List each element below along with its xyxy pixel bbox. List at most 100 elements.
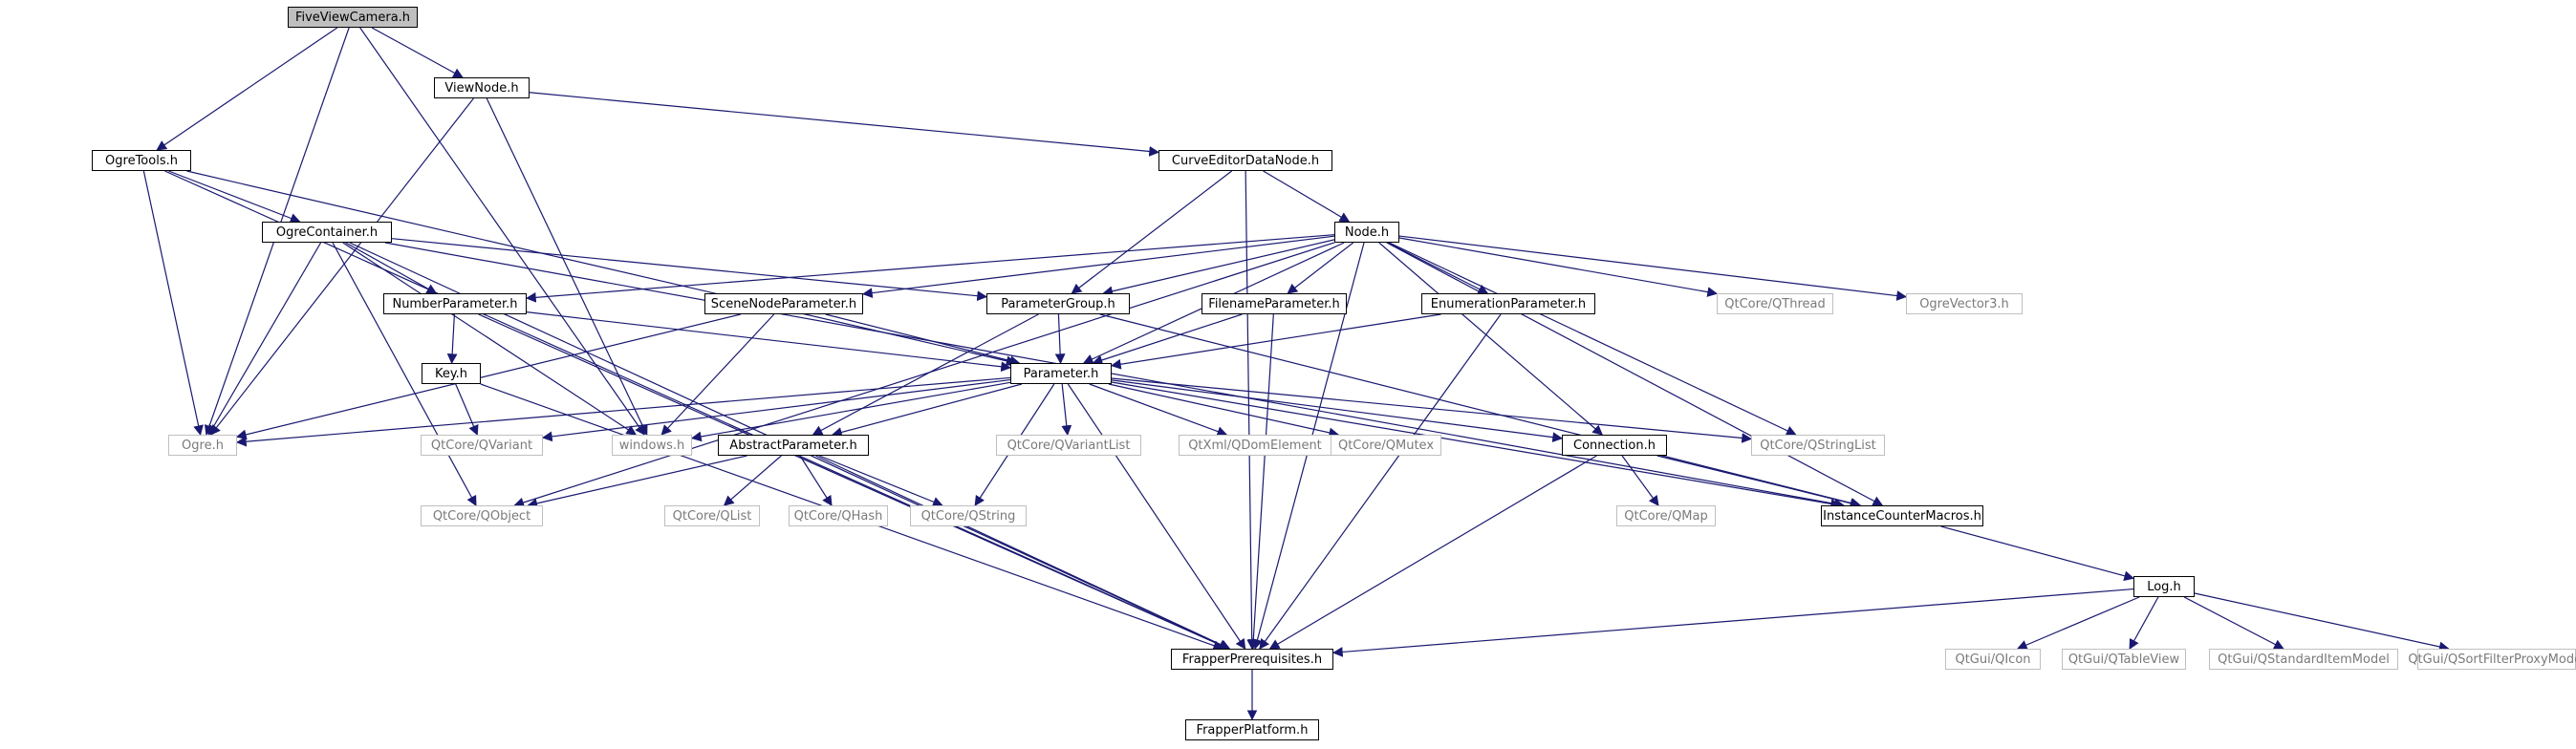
- node-ogrevector3: OgreVector3.h: [1906, 293, 2023, 314]
- edge-ogretools-to-ogrecontainer: [168, 170, 301, 224]
- edge-enumparam-to-frapperprereq: [1259, 313, 1502, 650]
- node-qtableview: QtGui/QTableView: [2062, 649, 2186, 670]
- edge-connection-to-instancecounter: [1656, 455, 1861, 508]
- edge-abstractparam-to-frapperprereq: [815, 455, 1231, 650]
- edge-node-to-qobject: [513, 242, 1335, 508]
- node-qlist: QtCore/QList: [664, 505, 760, 526]
- edge-connection-to-frapperprereq: [1268, 455, 1597, 650]
- node-qdomelement: QtXml/QDomElement: [1179, 435, 1331, 456]
- edge-parameter-to-ogreh: [235, 376, 1011, 447]
- edge-parameter-to-qmutex: [1108, 383, 1340, 439]
- node-filenameparam[interactable]: FilenameParameter.h: [1201, 293, 1347, 314]
- edge-abstractparam-to-qstring: [818, 455, 943, 507]
- edge-abstractparam-to-qobject: [527, 455, 747, 509]
- node-qicon: QtGui/QIcon: [1945, 649, 2041, 670]
- edge-fiveview-to-ogretools: [156, 27, 338, 151]
- node-ogretools[interactable]: OgreTools.h: [92, 150, 191, 171]
- edge-fiveview-to-viewnode: [371, 27, 464, 78]
- edge-viewnode-to-ogreh: [209, 97, 474, 436]
- node-qmutex: QtCore/QMutex: [1331, 435, 1441, 456]
- node-qvariant: QtCore/QVariant: [421, 435, 543, 456]
- edge-ogretools-to-frapperprereq: [164, 170, 1230, 650]
- edge-numberparam-to-key: [446, 313, 458, 365]
- node-key[interactable]: Key.h: [422, 363, 481, 384]
- node-ogreh: Ogre.h: [168, 435, 237, 456]
- edge-filenameparam-to-frapperprereq: [1247, 313, 1274, 651]
- edge-node-to-scenenodeparam: [861, 235, 1335, 298]
- node-frapperprereq[interactable]: FrapperPrerequisites.h: [1171, 649, 1333, 670]
- edge-paramgroup-to-instancecounter: [1099, 313, 1862, 508]
- edge-log-to-qstandarditemmodel: [2183, 596, 2284, 650]
- edge-numberparam-to-parameter: [526, 311, 1012, 373]
- edge-parameter-to-connection: [1111, 379, 1564, 442]
- edge-node-to-instancecounter: [1386, 242, 1884, 506]
- edge-parameter-to-qvariantlist: [1061, 383, 1072, 437]
- edge-scenenodeparam-to-ogreh: [235, 313, 741, 440]
- node-qthread: QtCore/QThread: [1717, 293, 1833, 314]
- edge-curveeditor-to-frapperprereq: [1245, 170, 1258, 651]
- edge-parameter-to-qstringlist: [1111, 377, 1753, 443]
- edge-node-to-paramgroup: [1102, 239, 1335, 297]
- node-ogrecontainer[interactable]: OgreContainer.h: [262, 222, 392, 243]
- node-viewnode[interactable]: ViewNode.h: [434, 77, 530, 98]
- edge-parameter-to-instancecounter: [1111, 381, 1842, 509]
- edge-filenameparam-to-parameter: [1092, 313, 1243, 366]
- edge-enumparam-to-parameter: [1110, 313, 1441, 370]
- node-instancecounter[interactable]: InstanceCounterMacros.h: [1821, 505, 1983, 526]
- edge-viewnode-to-curveeditor: [529, 92, 1160, 157]
- edge-curveeditor-to-paramgroup: [1071, 170, 1232, 294]
- edge-scenenodeparam-to-windows: [660, 313, 775, 436]
- edge-paramgroup-to-parameter: [1054, 313, 1066, 365]
- edge-ogrecontainer-to-qobject: [332, 242, 477, 506]
- node-curveeditor[interactable]: CurveEditorDataNode.h: [1158, 150, 1332, 171]
- edge-log-to-qsortfilter: [2194, 592, 2450, 653]
- edge-log-to-qtableview: [2129, 596, 2159, 650]
- edge-ogrecontainer-to-paramgroup: [391, 238, 988, 302]
- edge-parameter-to-qdomelement: [1089, 383, 1228, 437]
- node-qhash: QtCore/QHash: [789, 505, 888, 526]
- edge-parameter-to-qvariant: [541, 378, 1011, 442]
- edge-node-to-filenameparam: [1287, 242, 1354, 294]
- edge-node-to-qthread: [1398, 237, 1719, 297]
- node-log[interactable]: Log.h: [2133, 576, 2195, 597]
- node-scenenodeparam[interactable]: SceneNodeParameter.h: [704, 293, 863, 314]
- node-parameter[interactable]: Parameter.h: [1010, 363, 1112, 384]
- node-frapperplatform[interactable]: FrapperPlatform.h: [1185, 719, 1319, 740]
- edge-ogrecontainer-to-ogreh: [207, 242, 322, 436]
- edge-log-to-qicon: [2016, 596, 2140, 651]
- node-node[interactable]: Node.h: [1334, 222, 1399, 243]
- edge-abstractparam-to-qhash: [799, 455, 833, 506]
- edge-parameter-to-abstractparam: [832, 383, 1023, 438]
- edge-scenenodeparam-to-parameter: [825, 313, 1021, 366]
- edge-ogrecontainer-to-windows: [342, 242, 638, 436]
- edge-abstractparam-to-qlist: [723, 455, 782, 506]
- edge-parameter-to-windows: [690, 381, 1011, 442]
- node-paramgroup[interactable]: ParameterGroup.h: [986, 293, 1130, 314]
- node-qobject: QtCore/QObject: [421, 505, 543, 526]
- edge-ogrecontainer-to-numberparam: [345, 242, 438, 294]
- node-qstandarditemmodel: QtGui/QStandardItemModel: [2209, 649, 2398, 670]
- node-windows: windows.h: [612, 435, 692, 456]
- edge-paramgroup-to-abstractparam: [812, 313, 1039, 436]
- node-fiveview[interactable]: FiveViewCamera.h: [288, 7, 418, 28]
- edge-numberparam-to-frapperprereq: [478, 313, 1230, 650]
- edge-node-to-qstringlist: [1389, 242, 1797, 436]
- edge-ogretools-to-ogreh: [142, 170, 204, 437]
- edge-node-to-ogrevector3: [1398, 235, 1908, 301]
- edge-viewnode-to-windows: [486, 97, 648, 436]
- node-qmap: QtCore/QMap: [1616, 505, 1716, 526]
- edge-instancecounter-to-log: [1940, 525, 2135, 582]
- node-qstring: QtCore/QString: [910, 505, 1027, 526]
- node-qvariantlist: QtCore/QVariantList: [996, 435, 1141, 456]
- node-connection[interactable]: Connection.h: [1562, 435, 1667, 456]
- edge-curveeditor-to-node: [1263, 170, 1351, 223]
- edge-parameter-to-frapperprereq: [1067, 383, 1246, 650]
- node-enumparam[interactable]: EnumerationParameter.h: [1421, 293, 1595, 314]
- node-abstractparam[interactable]: AbstractParameter.h: [718, 435, 869, 456]
- edge-ogrecontainer-to-instancecounter: [384, 242, 1846, 509]
- edge-connection-to-qmap: [1621, 455, 1659, 506]
- node-numberparam[interactable]: NumberParameter.h: [383, 293, 527, 314]
- edge-node-to-connection: [1378, 242, 1604, 436]
